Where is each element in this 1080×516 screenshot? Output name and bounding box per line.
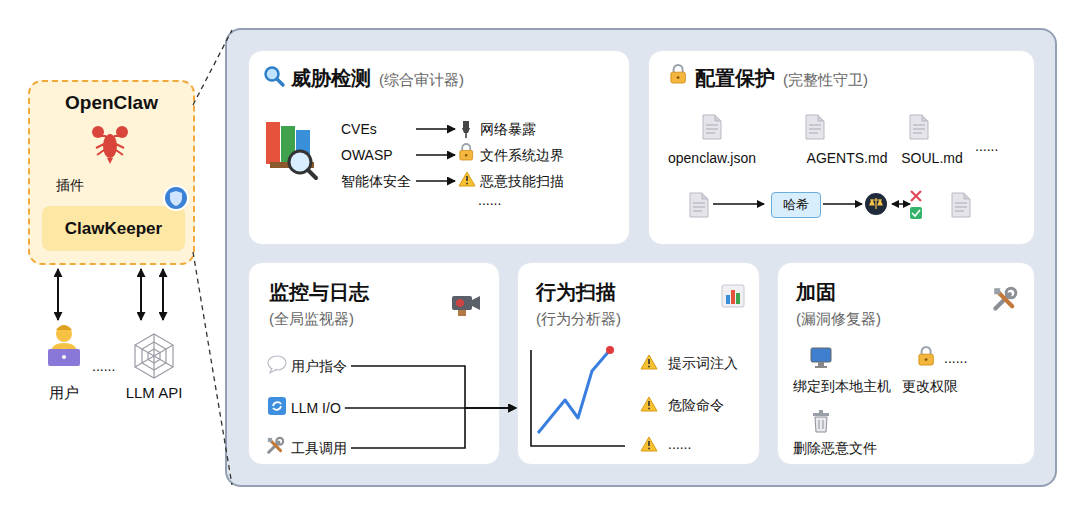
node-label: CVEs — [341, 121, 377, 137]
node-label: 哈希 — [783, 196, 809, 214]
user-actor: 用户 — [36, 322, 92, 406]
annotation-label: ...... — [944, 350, 967, 366]
node-label: 智能体安全 — [341, 173, 411, 189]
panel-heading: 加固 (漏洞修复器) — [796, 279, 881, 329]
panel-title: 监控与日志 — [269, 279, 369, 306]
panel-subtitle: (综合审计器) — [379, 71, 464, 90]
annotation-label: ...... — [668, 436, 691, 452]
annotation-label: 危险命令 — [668, 397, 724, 413]
text-holder: 插件 — [56, 176, 84, 195]
panel-title: 加固 — [796, 279, 881, 306]
panel-heading: 威胁检测 (综合审计器) — [291, 65, 464, 92]
source-item: OWASP — [341, 145, 413, 165]
annotation-label: ...... — [975, 138, 998, 154]
panel-subtitle: (行为分析器) — [536, 310, 621, 329]
text-holder: OpenClaw — [30, 92, 193, 114]
node-label: 工具调用 — [291, 440, 347, 456]
node-label: 插件 — [56, 177, 84, 193]
annotation-label: ...... — [478, 192, 501, 208]
annotation-label: openclaw.json — [668, 150, 756, 166]
annotation-label: SOUL.md — [901, 150, 962, 166]
annotation-label: ...... — [92, 358, 115, 374]
hash-box: 哈希 — [771, 192, 821, 218]
plugin-box: ClawKeeper — [42, 206, 185, 251]
panel-title: 威胁检测 — [291, 65, 371, 92]
module-panel: 威胁检测 (综合审计器) CVEs 网络暴露 OWASP 文件系统边界智能体安全 恶意技能扫… — [248, 50, 630, 245]
panel-subtitle: (全局监视器) — [269, 310, 369, 329]
text-holder: 危险命令 — [668, 395, 724, 415]
connector-arrow — [162, 269, 164, 320]
annotation-label: 提示词注入 — [668, 355, 738, 371]
log-source: 用户指令 — [291, 356, 347, 376]
node-label: ClawKeeper — [65, 219, 162, 239]
text-holder: 更改权限 — [902, 376, 958, 396]
plugin-host-box: OpenClaw 插件 ClawKeeper — [28, 80, 195, 265]
text-holder: 提示词注入 — [668, 353, 738, 373]
text-holder: 用户 — [36, 384, 92, 403]
source-item: CVEs — [341, 119, 413, 139]
node-label: 文件系统边界 — [480, 147, 564, 163]
source-item: 智能体安全 — [341, 171, 413, 191]
text-holder: ...... — [92, 356, 115, 376]
text-holder: LLM API — [112, 384, 196, 402]
panel-subtitle: (漏洞修复器) — [796, 310, 881, 329]
node-label: 恶意技能扫描 — [480, 173, 564, 189]
text-holder: 绑定到本地主机 — [793, 376, 891, 396]
annotation-label: 更改权限 — [902, 378, 958, 394]
check-item: 网络暴露 — [456, 119, 536, 139]
panel-heading: 监控与日志 (全局监视器) — [269, 279, 369, 329]
node-label: LLM I/O — [291, 400, 341, 416]
node-label: 网络暴露 — [480, 121, 536, 137]
check-item: 文件系统边界 — [456, 145, 564, 165]
connector-arrow — [140, 269, 142, 320]
text-holder: ...... — [478, 190, 501, 210]
node-label: 用户指令 — [291, 358, 347, 374]
panel-title: 配置保护 — [695, 65, 775, 92]
text-holder: SOUL.md — [901, 148, 962, 168]
text-holder: AGENTS.md — [807, 148, 888, 168]
log-source: 工具调用 — [291, 438, 347, 458]
check-item: 恶意技能扫描 — [456, 171, 564, 191]
panel-title: 行为扫描 — [536, 279, 621, 306]
module-panel: 监控与日志 (全局监视器) 用户指令 LLM I/O 工具调用 — [248, 262, 500, 465]
text-holder: 删除恶意文件 — [793, 438, 877, 458]
module-panel: 加固 (漏洞修复器) — [777, 262, 1035, 465]
text-holder: ...... — [944, 348, 967, 368]
annotation-label: 绑定到本地主机 — [793, 378, 891, 394]
connector-arrow — [57, 269, 59, 320]
node-label: OWASP — [341, 147, 393, 163]
log-source: LLM I/O — [291, 398, 341, 418]
annotation-label: AGENTS.md — [807, 150, 888, 166]
node-label: OpenClaw — [65, 92, 158, 113]
node-label: LLM API — [126, 384, 183, 401]
api-actor: LLM API — [112, 322, 196, 406]
panel-heading: 行为扫描 (行为分析器) — [536, 279, 621, 329]
text-holder: ...... — [975, 136, 998, 156]
panel-subtitle: (完整性守卫) — [783, 71, 868, 90]
text-holder: ...... — [668, 434, 691, 454]
annotation-label: 删除恶意文件 — [793, 440, 877, 456]
text-holder: openclaw.json — [668, 148, 756, 168]
panel-heading: 配置保护 (完整性守卫) — [695, 65, 868, 92]
node-label: 用户 — [49, 384, 79, 401]
